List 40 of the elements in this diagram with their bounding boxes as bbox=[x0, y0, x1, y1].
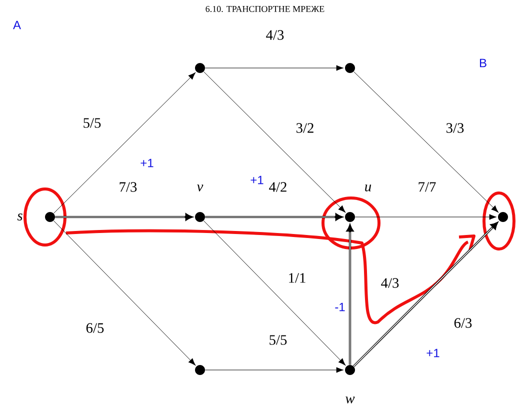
edge-label: 7/7 bbox=[418, 182, 436, 192]
node-name: s bbox=[17, 214, 22, 220]
arrow bbox=[352, 222, 498, 368]
arrow bbox=[204, 213, 342, 221]
dot bbox=[195, 364, 205, 375]
node-name: w bbox=[346, 396, 355, 404]
annotation: -1 bbox=[335, 302, 345, 312]
arrow bbox=[54, 213, 192, 221]
annotation: B bbox=[480, 58, 486, 68]
arrow bbox=[203, 71, 346, 212]
annotation: +1 bbox=[426, 348, 440, 358]
arrow bbox=[346, 224, 354, 366]
title: 6.10. ТРАНСПОРТНЕ МРЕЖЕ bbox=[206, 6, 324, 12]
arrow bbox=[53, 220, 196, 366]
annotation: +1 bbox=[250, 176, 264, 184]
annotation: A bbox=[13, 20, 21, 30]
edge-label: 4/2 bbox=[269, 182, 286, 192]
arrow bbox=[354, 214, 497, 220]
node-name: v bbox=[197, 184, 204, 192]
arrow bbox=[53, 72, 196, 214]
edge-label: 6/5 bbox=[86, 323, 104, 333]
dot bbox=[345, 212, 355, 222]
arrow bbox=[204, 65, 344, 71]
edge-label: 3/2 bbox=[296, 123, 314, 133]
edge-label: 3/3 bbox=[446, 123, 464, 133]
edge-label: 5/5 bbox=[84, 118, 101, 128]
arrow bbox=[203, 220, 346, 366]
arrow bbox=[353, 71, 498, 213]
dot bbox=[195, 63, 205, 73]
dot bbox=[195, 212, 205, 222]
edge-label: 6/3 bbox=[454, 318, 472, 328]
node-name: u bbox=[365, 184, 372, 192]
edge-label: 4/3 bbox=[381, 278, 399, 288]
arrow bbox=[204, 367, 344, 373]
edge-label: 7/3 bbox=[120, 182, 137, 192]
edge-label: 1/1 bbox=[289, 273, 306, 283]
edge-label: 4/3 bbox=[266, 30, 284, 40]
annotation: +1 bbox=[140, 158, 154, 168]
dot bbox=[45, 212, 55, 222]
edge-label: 5/5 bbox=[270, 335, 287, 345]
